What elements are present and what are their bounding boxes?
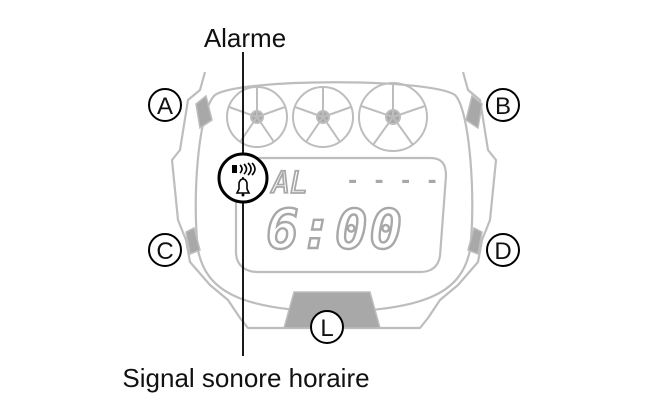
button-d-label[interactable]: D: [486, 233, 520, 267]
bell-icon: [235, 177, 251, 197]
lcd-time-text: 6:00: [266, 198, 404, 261]
lcd-dashes-text: - - - -: [346, 169, 439, 194]
button-l-label[interactable]: L: [310, 310, 344, 344]
sub-dial-right: [358, 82, 428, 152]
callout-alarme: Alarme: [204, 23, 286, 53]
button-c-stub[interactable]: [185, 226, 201, 256]
button-a-letter: A: [157, 93, 173, 120]
button-b-stub[interactable]: [465, 94, 483, 130]
button-c-letter: C: [156, 238, 173, 265]
sub-dial-left: [226, 86, 288, 148]
button-a-stub[interactable]: [195, 94, 213, 130]
button-a-label[interactable]: A: [148, 88, 182, 122]
sub-dial-center: [292, 86, 354, 148]
callout-signal-sonore-horaire: Signal sonore horaire: [122, 363, 369, 393]
button-l-letter: L: [320, 315, 333, 342]
button-d-stub[interactable]: [467, 226, 483, 256]
alarm-signal-icon: [232, 162, 256, 176]
lcd-mode-text: AL: [270, 166, 308, 201]
button-c-label[interactable]: C: [148, 233, 182, 267]
button-b-label[interactable]: B: [486, 88, 520, 122]
button-l-plate[interactable]: [283, 291, 381, 329]
button-b-letter: B: [495, 93, 511, 120]
button-d-letter: D: [494, 238, 511, 265]
